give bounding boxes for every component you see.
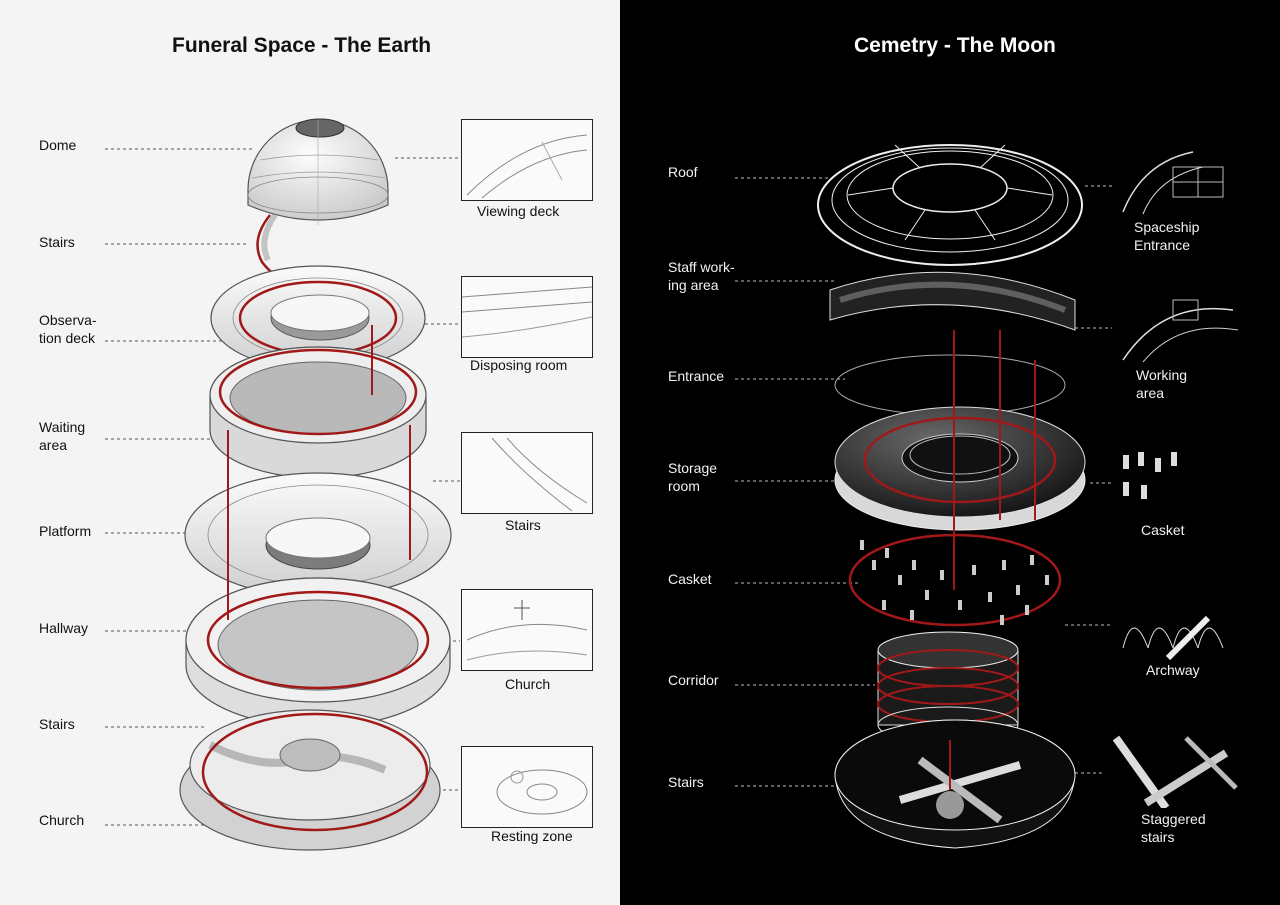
caption-spaceship-entrance: Spaceship Entrance [1134,219,1200,253]
thumb-staggered-stairs [1106,733,1241,808]
entrance-model [834,354,1066,416]
label-storage-room: Storage room [668,460,718,494]
dome-model [247,118,389,225]
label-stairs-top: Stairs [39,234,75,250]
label-casket: Casket [668,571,712,587]
caption-resting-zone: Resting zone [491,828,573,844]
staff-working-area-model [829,271,1076,331]
earth-panel: Funeral Space - The Earth [0,0,620,905]
caption-staggered-stairs: Staggered stairs [1141,811,1206,845]
storage-room-model [834,406,1086,531]
thumb-viewing-deck [461,119,593,201]
label-dome: Dome [39,137,77,153]
label-staff-working-area: Staff work- ing area [668,259,735,293]
thumb-church [461,589,593,671]
label-corridor: Corridor [668,672,719,688]
moon-leader-lines [735,177,1112,787]
church-model [179,709,441,851]
thumb-disposing-room [461,276,593,358]
moon-red-connectors [949,330,1036,790]
caption-working-area: Working area [1136,367,1188,401]
thumb-working-area [1113,290,1243,365]
thumb-stairs [461,432,593,514]
caption-church: Church [505,676,551,692]
roof-model [817,144,1083,266]
caption-disposing-room: Disposing room [470,357,568,373]
label-church: Church [39,812,85,828]
label-observation-deck: Observa- tion deck [39,312,97,346]
thumb-resting-zone [461,746,593,828]
caption-archway: Archway [1146,662,1200,678]
label-waiting-area: Waiting area [39,419,86,453]
label-hallway: Hallway [39,620,89,636]
moon-exploded-axonometric [735,144,1112,849]
moon-panel: Cemetry - The Moon [620,0,1280,905]
caption-stairs: Stairs [505,517,541,533]
thumb-archway [1113,588,1243,663]
moon-title: Cemetry - The Moon [854,34,1056,57]
hallway-model [185,577,451,728]
label-roof: Roof [668,164,698,180]
thumb-spaceship-entrance [1113,142,1243,217]
corridor-model [877,631,1019,744]
caption-casket: Casket [1141,522,1185,538]
label-stairs-bottom: Stairs [39,716,75,732]
earth-title: Funeral Space - The Earth [172,34,432,57]
label-entrance: Entrance [668,368,725,384]
waiting-area-model [209,346,427,479]
label-stairs: Stairs [668,774,704,790]
label-platform: Platform [39,523,92,539]
moon-stairs-model [834,719,1076,849]
thumb-casket [1113,440,1243,515]
caption-viewing-deck: Viewing deck [477,203,560,219]
platform-model [184,472,452,598]
earth-red-connectors [227,325,411,620]
earth-exploded-axonometric [105,118,460,851]
